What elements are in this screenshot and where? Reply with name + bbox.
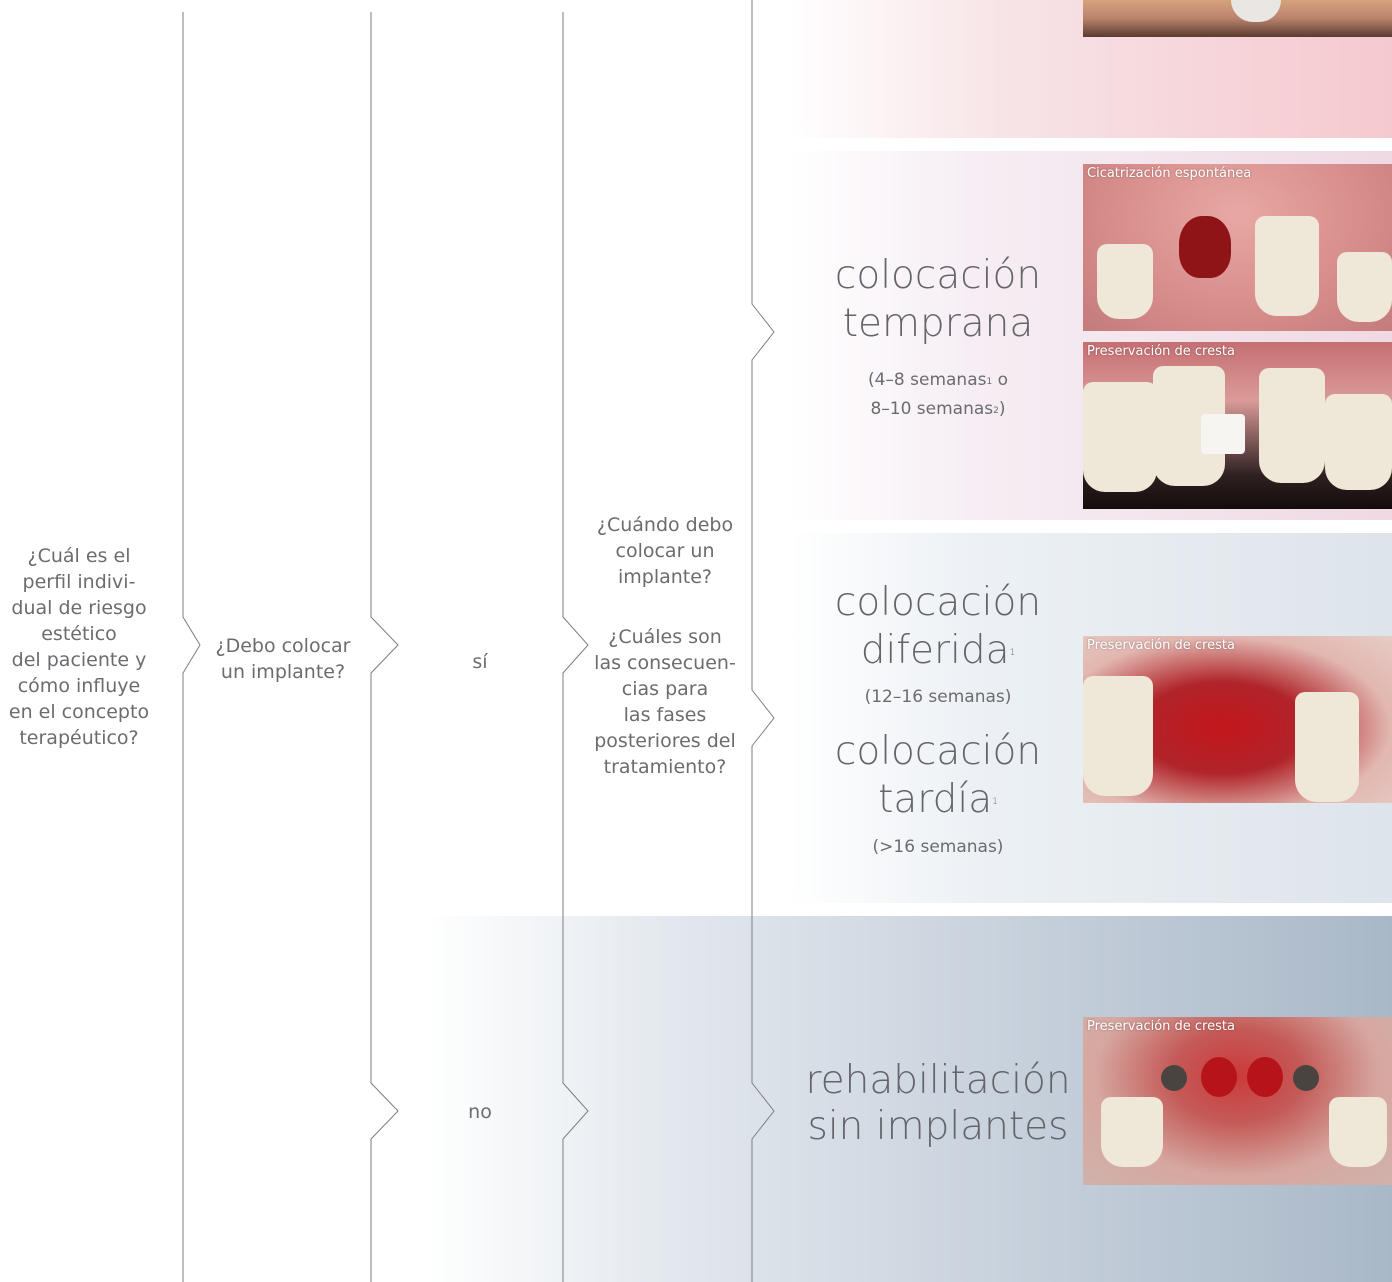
question-risk-profile: ¿Cuál es el perfil indivi- dual de riesg…: [4, 543, 154, 751]
clinical-photo-ridge-preservation-3: Preservación de cresta: [1083, 1017, 1392, 1185]
delayed-detail: (12–16 semanas): [808, 685, 1068, 709]
clinical-photo-ridge-preservation-2: Preservación de cresta: [1083, 636, 1392, 803]
caption-spontaneous-healing: Cicatrización espontánea: [1087, 166, 1251, 182]
early-title-line2: temprana: [808, 301, 1068, 347]
caption-ridge-preservation-1: Preservación de cresta: [1087, 344, 1235, 360]
late-title-line1: colocación: [808, 729, 1068, 775]
question-place-implant: ¿Debo colocar un implante?: [202, 633, 364, 685]
answer-no: no: [440, 1099, 520, 1125]
caption-ridge-preservation-2: Preservación de cresta: [1087, 638, 1235, 654]
clinical-photo-spontaneous-healing: Cicatrización espontánea: [1083, 164, 1392, 331]
delayed-title-line1: colocación: [808, 580, 1068, 626]
clinical-photo-top: [1083, 0, 1392, 37]
question-when-place: ¿Cuándo debo colocar un implante?: [577, 512, 753, 590]
question-consequences: ¿Cuáles son las consecuen- cias para las…: [577, 624, 753, 780]
early-title-line1: colocación: [808, 253, 1068, 299]
early-detail-line1: (4–8 semanas1 o: [808, 368, 1068, 392]
bracket-line-2: [371, 12, 398, 1282]
late-title-line2: tardía1: [808, 777, 1068, 823]
late-detail: (>16 semanas): [808, 835, 1068, 859]
bracket-line-4: [752, 0, 774, 1282]
caption-ridge-preservation-3: Preservación de cresta: [1087, 1019, 1235, 1035]
bracket-line-1: [183, 12, 200, 1282]
delayed-title-line2: diferida1: [808, 628, 1068, 674]
clinical-photo-ridge-preservation-1: Preservación de cresta: [1083, 342, 1392, 509]
answer-yes: sí: [440, 649, 520, 675]
early-detail-line2: 8–10 semanas2): [808, 397, 1068, 421]
no-implant-title: rehabilitación sin implantes: [798, 1058, 1078, 1150]
